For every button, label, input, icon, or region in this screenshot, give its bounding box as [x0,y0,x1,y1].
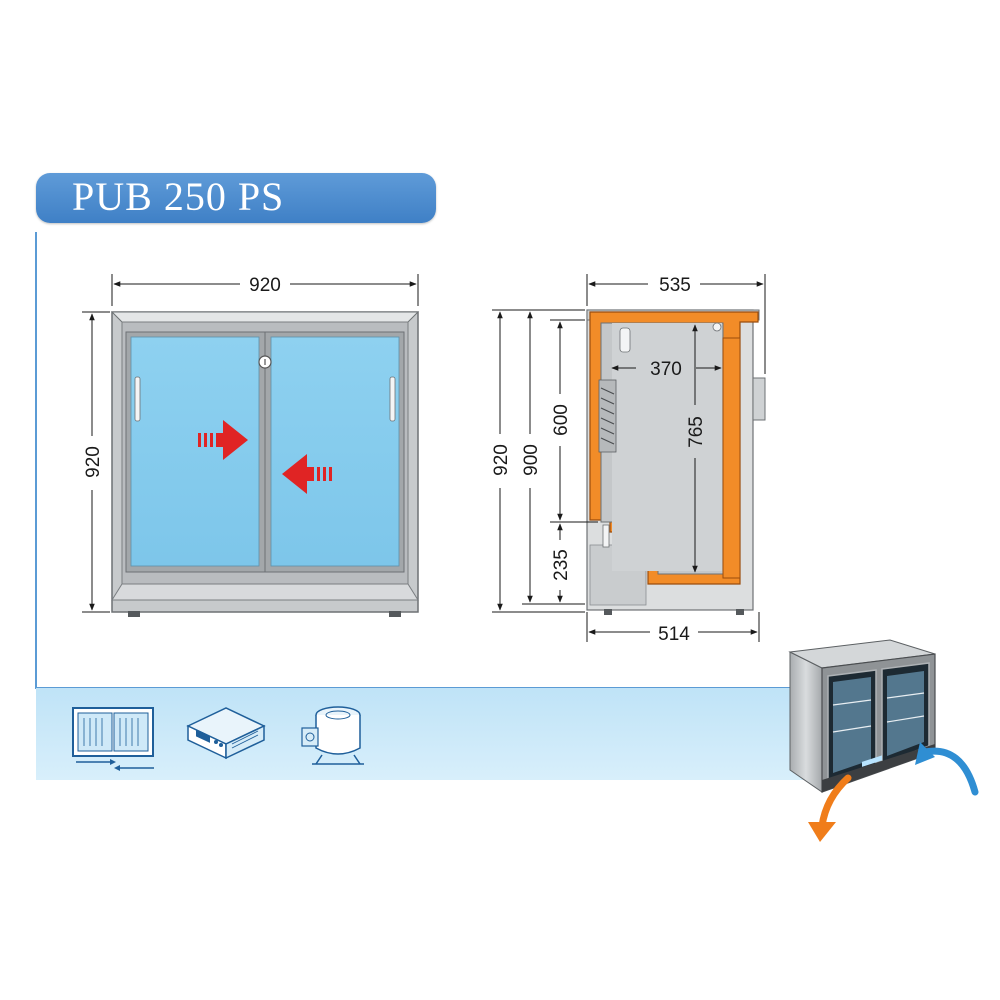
front-width-label: 920 [249,275,281,296]
compressor-icon [301,706,364,765]
side-body-height-label: 900 [521,444,542,476]
left-glass-door [130,336,260,567]
lower-section-height-label: 235 [551,549,572,581]
feature-band [36,688,846,780]
front-view: 920 920 [82,274,420,617]
left-handle [134,376,141,422]
door-swing-arrow-blue-icon [915,742,979,796]
door-swing-arrow-orange-icon [808,774,852,842]
upper-section-height-label: 600 [551,404,572,436]
evaporator-coil-icon [598,379,617,453]
side-total-height-label: 920 [491,444,512,476]
slide-right-arrow-icon [198,420,248,460]
page-title: PUB 250 PS [72,174,285,219]
inner-depth-label: 370 [650,359,682,380]
title-tab [36,173,436,223]
front-height-label: 920 [83,446,104,478]
side-section-view: 535 514 370 765 920 [491,274,766,645]
sliding-doors-icon [72,707,154,771]
product-3d-view [788,639,936,793]
right-handle [389,376,396,422]
side-depth-bottom-label: 514 [658,624,690,645]
inner-height-label: 765 [686,416,707,448]
control-panel-icon [186,707,266,760]
slide-left-arrow-icon [282,454,332,494]
right-glass-door [270,336,400,567]
side-depth-top-label: 535 [659,275,691,296]
